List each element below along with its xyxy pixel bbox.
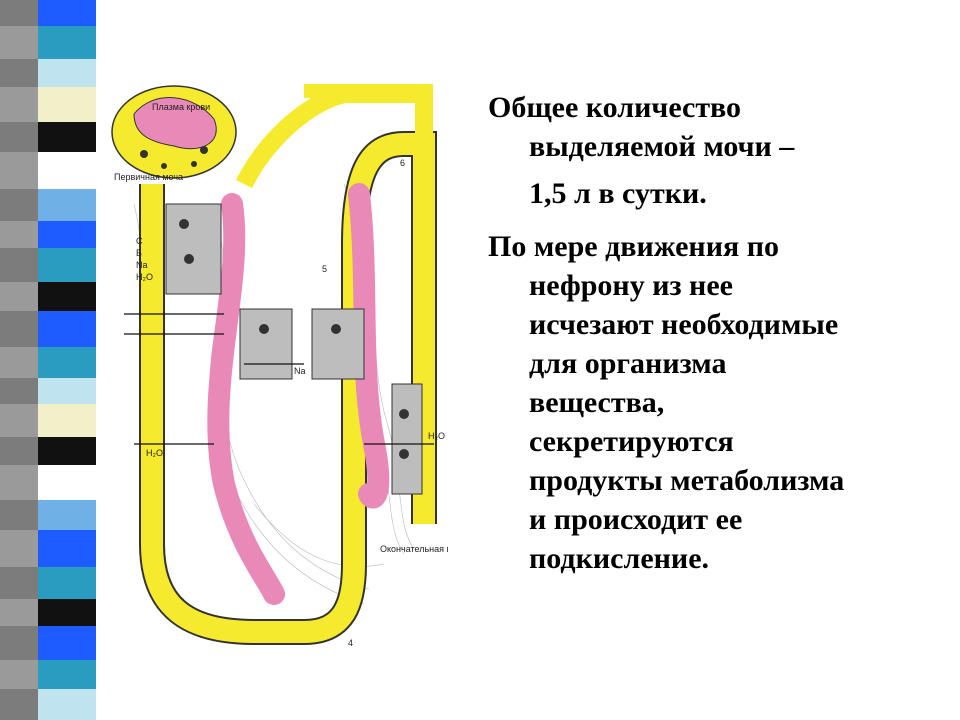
strip-block-shade bbox=[0, 311, 38, 347]
strip-block bbox=[38, 87, 96, 122]
slide-text: Общее количество выделяемой мочи – 1,5 л… bbox=[488, 88, 948, 578]
label-h2o-right: H₂O bbox=[428, 431, 445, 441]
blood-vessel-left bbox=[207, 193, 285, 605]
strip-block bbox=[38, 626, 96, 660]
label-c: C bbox=[136, 236, 143, 246]
strip-block-shade bbox=[0, 378, 38, 404]
strip-block-shade bbox=[0, 500, 38, 530]
strip-block bbox=[38, 282, 96, 311]
label-plasma: Плазма крови bbox=[152, 102, 210, 112]
text-line: По мере движения по bbox=[488, 230, 780, 263]
strip-block-shade bbox=[0, 599, 38, 626]
strip-block bbox=[38, 311, 96, 347]
strip-block-shade bbox=[0, 59, 38, 87]
strip-block-shade bbox=[0, 347, 38, 378]
strip-block-shade bbox=[0, 26, 38, 59]
strip-block bbox=[38, 221, 96, 248]
label-na-2: Na bbox=[136, 260, 148, 270]
paragraph-2: По мере движения по нефрону из нее исчез… bbox=[488, 227, 948, 578]
text-line: подкисление. bbox=[529, 542, 710, 575]
blood-vessel-right bbox=[348, 183, 390, 509]
strip-block-shade bbox=[0, 567, 38, 599]
text-line: Общее количество bbox=[488, 91, 742, 124]
strip-block-shade bbox=[0, 660, 38, 689]
strip-block-shade bbox=[0, 152, 38, 189]
text-line: для организма bbox=[529, 347, 727, 380]
label-primary-urine: Первичная моча bbox=[114, 172, 183, 182]
tubule-cells bbox=[165, 203, 423, 495]
label-num-4: 4 bbox=[348, 638, 353, 648]
text-line: продукты метаболизма bbox=[529, 464, 845, 497]
text-line: и происходит ее bbox=[529, 503, 743, 536]
strip-block-shade bbox=[0, 248, 38, 282]
label-num-5: 5 bbox=[322, 264, 327, 274]
strip-block-shade bbox=[0, 122, 38, 152]
strip-block bbox=[38, 660, 96, 689]
strip-block bbox=[38, 248, 96, 282]
strip-block-shade bbox=[0, 0, 38, 26]
glomerulus bbox=[111, 85, 237, 179]
strip-block bbox=[38, 437, 96, 465]
strip-block-shade bbox=[0, 404, 38, 437]
nephron-diagram: Плазма крови Первичная моча 6 5 4 Na C Б… bbox=[104, 84, 448, 650]
strip-block bbox=[38, 189, 96, 221]
strip-block-shade bbox=[0, 626, 38, 660]
strip-block bbox=[38, 152, 96, 189]
strip-block-shade bbox=[0, 689, 38, 720]
label-final-urine: Окончательная моча bbox=[380, 544, 448, 554]
strip-block-shade bbox=[0, 221, 38, 248]
strip-block bbox=[38, 465, 96, 500]
strip-block bbox=[38, 26, 96, 59]
strip-block bbox=[38, 500, 96, 530]
strip-block-shade bbox=[0, 282, 38, 311]
strip-block bbox=[38, 347, 96, 378]
strip-block bbox=[38, 122, 96, 152]
label-b: Б bbox=[136, 248, 142, 258]
label-h2o-2: H₂O bbox=[136, 272, 153, 282]
strip-block-shade bbox=[0, 437, 38, 465]
label-h2o-left: H₂O bbox=[146, 448, 163, 458]
text-line: вещества, bbox=[529, 386, 665, 419]
text-line: 1,5 л в сутки. bbox=[529, 177, 707, 210]
strip-block bbox=[38, 0, 96, 26]
strip-block bbox=[38, 404, 96, 437]
strip-block bbox=[38, 59, 96, 87]
strip-block bbox=[38, 567, 96, 599]
strip-block bbox=[38, 530, 96, 567]
text-line: секретируются bbox=[529, 425, 734, 458]
tubule-lumen bbox=[141, 133, 435, 643]
strip-block bbox=[38, 599, 96, 626]
strip-block-shade bbox=[0, 87, 38, 122]
text-line: нефрону из нее bbox=[529, 269, 733, 302]
text-line: исчезают необходимые bbox=[529, 308, 839, 341]
paragraph-1: Общее количество выделяемой мочи – 1,5 л… bbox=[488, 88, 948, 213]
label-na: Na bbox=[294, 366, 306, 376]
decorative-side-strip bbox=[0, 0, 112, 720]
text-line: выделяемой мочи – bbox=[529, 130, 795, 163]
strip-block-shade bbox=[0, 465, 38, 500]
strip-block-shade bbox=[0, 189, 38, 221]
strip-block bbox=[38, 689, 96, 720]
transport-arrows bbox=[124, 313, 434, 445]
strip-block-shade bbox=[0, 530, 38, 567]
label-num-6: 6 bbox=[400, 158, 405, 168]
strip-block bbox=[38, 378, 96, 404]
